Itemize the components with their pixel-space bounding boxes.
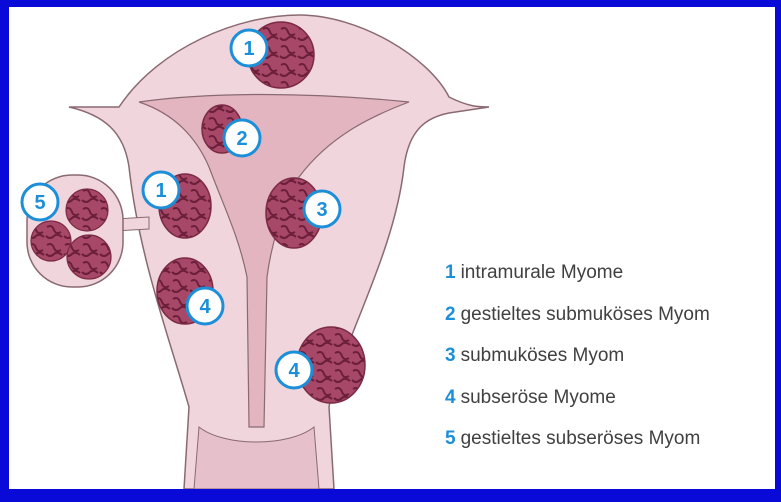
- marker-4-right: 4: [276, 352, 312, 388]
- svg-text:4: 4: [199, 296, 211, 318]
- legend-text: intramurale Myome: [461, 262, 624, 283]
- myoma-5-node: [31, 221, 71, 261]
- svg-text:4: 4: [288, 360, 300, 382]
- svg-text:1: 1: [243, 38, 254, 60]
- legend-number: 2: [445, 304, 456, 325]
- legend-number: 4: [445, 387, 456, 408]
- svg-text:2: 2: [236, 128, 247, 150]
- legend-item: 1intramurale Myome: [445, 263, 710, 283]
- svg-text:1: 1: [155, 180, 166, 202]
- legend-number: 3: [445, 345, 456, 366]
- legend-text: submuköses Myom: [461, 345, 625, 366]
- marker-1-fundus: 1: [231, 30, 267, 66]
- myoma-5-node: [67, 235, 111, 279]
- legend-text: subseröse Myome: [461, 387, 616, 408]
- diagram-frame: 1 2 1 3 4 4 5 1intramurale Myome 2gestie…: [9, 7, 775, 489]
- myoma-5-node: [66, 189, 108, 231]
- legend-number: 5: [445, 428, 456, 449]
- legend-item: 3submuköses Myom: [445, 346, 710, 366]
- legend-item: 5gestieltes subseröses Myom: [445, 429, 710, 449]
- legend-number: 1: [445, 262, 456, 283]
- marker-1-left: 1: [143, 172, 179, 208]
- svg-text:3: 3: [316, 199, 327, 221]
- svg-text:5: 5: [34, 192, 45, 214]
- legend-text: gestieltes submuköses Myom: [461, 304, 710, 325]
- marker-4-left: 4: [187, 288, 223, 324]
- legend-item: 2gestieltes submuköses Myom: [445, 305, 710, 325]
- legend-text: gestieltes subseröses Myom: [461, 428, 701, 449]
- marker-3: 3: [304, 191, 340, 227]
- legend-item: 4subseröse Myome: [445, 388, 710, 408]
- legend: 1intramurale Myome 2gestieltes submuköse…: [445, 263, 710, 471]
- marker-2: 2: [224, 120, 260, 156]
- marker-5: 5: [22, 184, 58, 220]
